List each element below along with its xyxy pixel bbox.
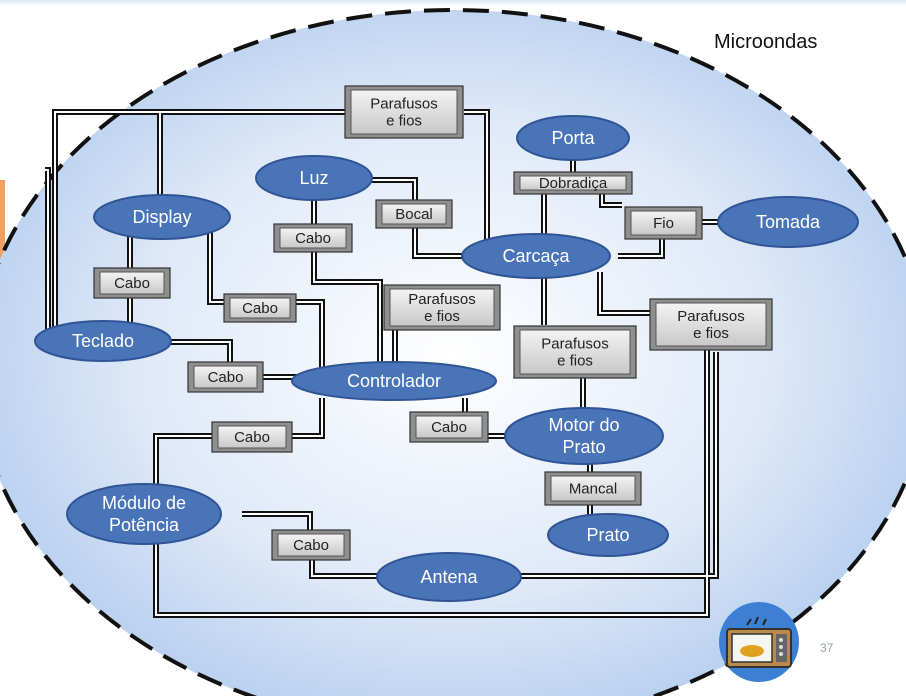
interface-fio: Fio	[624, 206, 703, 240]
box-label: Fio	[653, 215, 674, 232]
node-label: Display	[132, 207, 191, 227]
interface-cabo-teclado: Cabo	[187, 361, 264, 393]
node-label: Controlador	[347, 371, 441, 391]
box-face	[550, 475, 636, 502]
box-face	[193, 365, 258, 389]
interface-mancal: Mancal	[544, 471, 642, 506]
node-shape	[717, 196, 859, 248]
box-face	[519, 175, 627, 191]
box-label: Cabo	[293, 537, 329, 554]
node-label: Módulo de	[102, 493, 186, 513]
box-label: e fios	[557, 353, 593, 370]
box-label: Cabo	[242, 300, 278, 317]
node-shape	[376, 552, 522, 602]
node-shape	[34, 320, 172, 362]
node-display: Display	[93, 194, 231, 240]
system-boundary	[0, 8, 906, 696]
interface-cabo-luz: Cabo	[273, 223, 353, 253]
node-luz: Luz	[255, 155, 373, 201]
box-label: Parafusos	[541, 336, 609, 353]
node-label: Tomada	[756, 212, 821, 232]
interface-bocal: Bocal	[375, 199, 453, 229]
box-face	[389, 288, 495, 327]
interface-dobradica: Dobradiça	[513, 171, 633, 195]
box-face	[350, 89, 458, 135]
node-label: Potência	[109, 515, 180, 535]
box-label: e fios	[386, 113, 422, 130]
node-teclado: Teclado	[34, 320, 172, 362]
node-prato: Prato	[547, 513, 669, 557]
node-shape	[516, 115, 630, 161]
node-shape	[66, 483, 222, 545]
node-label: Porta	[551, 128, 595, 148]
box-label: Mancal	[569, 481, 617, 498]
box-face	[415, 415, 483, 439]
interface-cabo-potencia: Cabo	[211, 421, 293, 453]
page-number: 37	[820, 641, 834, 655]
interface-cabo-motor: Cabo	[409, 411, 489, 443]
node-label: Motor do	[548, 415, 619, 435]
top-band	[0, 0, 906, 6]
node-shape	[93, 194, 231, 240]
node-shape	[504, 407, 664, 465]
box-label: e fios	[424, 308, 460, 325]
box-face	[217, 425, 287, 449]
box-face	[381, 203, 447, 225]
box-label: Cabo	[431, 419, 467, 436]
node-shape	[547, 513, 669, 557]
box-label: Cabo	[295, 230, 331, 247]
box-label: Cabo	[234, 429, 270, 446]
box-face	[229, 297, 291, 319]
connectors	[45, 109, 719, 618]
box-label: Parafusos	[677, 308, 745, 325]
box-label: Parafusos	[408, 291, 476, 308]
node-carcaca: Carcaça	[461, 233, 611, 279]
interface-cabo-display-teclado: Cabo	[93, 267, 171, 299]
node-shape	[255, 155, 373, 201]
node-shape	[291, 361, 497, 401]
box-label: Bocal	[395, 206, 433, 223]
node-porta: Porta	[516, 115, 630, 161]
interface-cabo-display-ctrl: Cabo	[223, 293, 297, 323]
box-label: Dobradiça	[539, 175, 608, 192]
box-face	[655, 302, 767, 347]
box-label: Parafusos	[370, 96, 438, 113]
node-controlador: Controlador	[291, 361, 497, 401]
microwave-icon	[719, 602, 799, 682]
node-label: Carcaça	[502, 246, 570, 266]
box-label: Cabo	[114, 275, 150, 292]
box-face	[99, 271, 165, 295]
system-label: Microondas	[714, 31, 817, 53]
box-face	[630, 210, 697, 236]
node-tomada: Tomada	[717, 196, 859, 248]
box-label: e fios	[693, 325, 729, 342]
node-shape	[461, 233, 611, 279]
node-antena: Antena	[376, 552, 522, 602]
node-label: Antena	[420, 567, 478, 587]
node-label: Luz	[299, 168, 328, 188]
box-face	[519, 329, 631, 375]
node-label: Teclado	[72, 331, 134, 351]
box-face	[277, 533, 345, 557]
box-label: Cabo	[208, 369, 244, 386]
interface-cabo-antena: Cabo	[271, 529, 351, 561]
node-label: Prato	[586, 525, 629, 545]
box-face	[279, 227, 347, 249]
node-label: Prato	[562, 437, 605, 457]
